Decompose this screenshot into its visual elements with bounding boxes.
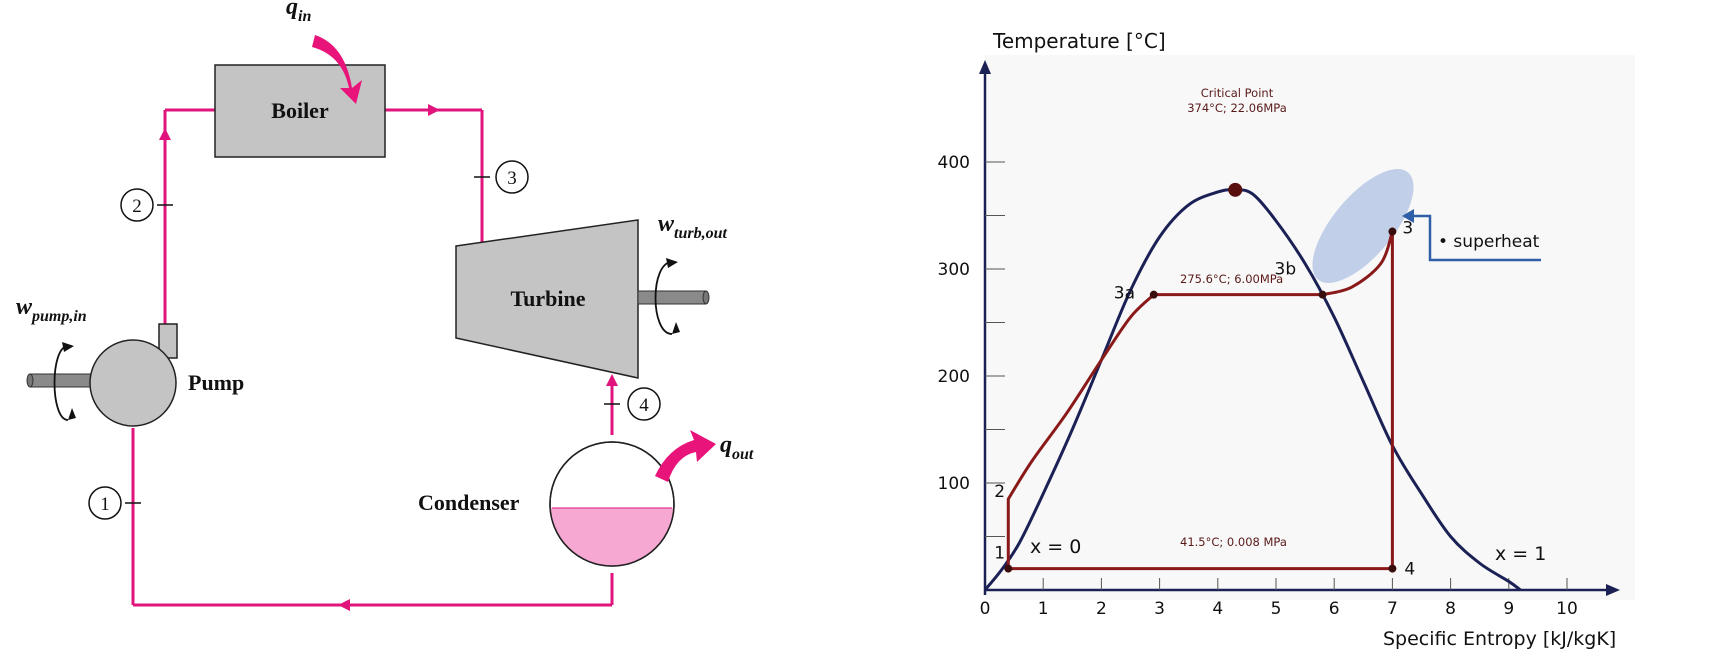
x-tick-label: 9 bbox=[1503, 599, 1514, 619]
w-pump-in-label: wpump,in bbox=[16, 294, 87, 325]
state-point-1 bbox=[1004, 564, 1013, 573]
w-turb-out-label: wturb,out bbox=[658, 211, 727, 242]
state-4-marker: 4 bbox=[627, 387, 661, 421]
pipe-network bbox=[131, 108, 614, 607]
condenser-liquid bbox=[550, 508, 674, 566]
rankine-cycle-path bbox=[1006, 231, 1394, 571]
svg-text:3: 3 bbox=[507, 168, 517, 189]
cycle-schematic: Boiler qin Turbine wturb,out Pump wpump,… bbox=[16, 0, 754, 611]
x-tick-label: 7 bbox=[1387, 599, 1398, 619]
state-points: 1 2 3a 3b 3 4 bbox=[994, 219, 1415, 580]
boiling-state-label: 275.6°C; 6.00MPa bbox=[1180, 272, 1283, 286]
critical-point-values: 374°C; 22.06MPa bbox=[1187, 101, 1287, 115]
state-point-label-3a: 3a bbox=[1114, 284, 1135, 304]
x1-label: x = 1 bbox=[1495, 543, 1546, 565]
state-point-3b bbox=[1318, 290, 1327, 299]
pump bbox=[89, 339, 177, 427]
flow-arrows bbox=[159, 104, 618, 611]
boiler bbox=[214, 64, 386, 158]
turbine bbox=[455, 219, 639, 379]
pump-label: Pump bbox=[188, 370, 244, 395]
x-tick-label: 4 bbox=[1212, 599, 1223, 619]
turbine-shaft-end bbox=[702, 290, 710, 305]
saturation-dome bbox=[983, 188, 1522, 592]
x-tick-label: 6 bbox=[1329, 599, 1340, 619]
ts-plot-background bbox=[985, 55, 1635, 600]
q-in-label: qin bbox=[286, 0, 311, 25]
critical-point-label: Critical Point bbox=[1201, 86, 1274, 100]
x-axis-title: Specific Entropy [kJ/kgK] bbox=[1383, 628, 1616, 650]
turbine-label: Turbine bbox=[510, 286, 585, 311]
ts-diagram: Temperature [°C] Specific Entropy [kJ/kg… bbox=[938, 29, 1635, 650]
x-tick-label: 8 bbox=[1445, 599, 1456, 619]
state-point-label-2: 2 bbox=[994, 482, 1005, 502]
x-ticks: 0 1 2 3 4 5 6 7 8 9 10 bbox=[980, 578, 1578, 619]
y-tick-label: 200 bbox=[938, 367, 970, 387]
x-tick-label: 5 bbox=[1271, 599, 1282, 619]
y-tick-label: 300 bbox=[938, 260, 970, 280]
y-tick-label: 400 bbox=[938, 153, 970, 173]
svg-text:1: 1 bbox=[100, 494, 110, 515]
state-point-label-3b: 3b bbox=[1275, 260, 1297, 280]
y-axis-title: Temperature [°C] bbox=[992, 29, 1166, 53]
x-tick-label: 2 bbox=[1096, 599, 1107, 619]
y-ticks: 100 200 300 400 bbox=[938, 153, 1005, 537]
critical-point-marker bbox=[1228, 182, 1243, 197]
x-tick-label: 1 bbox=[1038, 599, 1049, 619]
superheat-highlight bbox=[1312, 169, 1414, 283]
x-tick-label: 3 bbox=[1154, 599, 1165, 619]
state-point-label-3: 3 bbox=[1402, 219, 1413, 239]
state-point-4 bbox=[1388, 564, 1397, 573]
x-tick-label: 10 bbox=[1556, 599, 1578, 619]
pump-rotation-arrow bbox=[53, 345, 69, 421]
state-point-3a bbox=[1149, 290, 1158, 299]
turbine-shaft bbox=[637, 290, 707, 305]
state-1-marker: 1 bbox=[88, 486, 122, 520]
y-tick-label: 100 bbox=[938, 474, 970, 494]
state-2-marker: 2 bbox=[120, 188, 154, 222]
superheat-callout: • superheat bbox=[1402, 209, 1541, 262]
state-ticks bbox=[125, 176, 620, 504]
x-tick-label: 0 bbox=[980, 599, 991, 619]
superheat-label: • superheat bbox=[1438, 232, 1540, 252]
pump-shaft-end bbox=[26, 373, 34, 388]
x0-label: x = 0 bbox=[1030, 536, 1081, 558]
q-out-arrow bbox=[655, 430, 716, 482]
svg-text:2: 2 bbox=[132, 196, 142, 217]
svg-text:4: 4 bbox=[639, 395, 649, 416]
state-point-3 bbox=[1388, 227, 1397, 236]
state-point-label-1: 1 bbox=[994, 544, 1005, 564]
state-point-label-4: 4 bbox=[1404, 560, 1415, 580]
q-out-label: qout bbox=[720, 432, 754, 463]
turbine-rotation-arrow bbox=[654, 261, 673, 335]
boiler-label: Boiler bbox=[271, 98, 329, 123]
state-3-marker: 3 bbox=[495, 160, 529, 194]
q-in-arrow bbox=[312, 35, 362, 104]
condenser-label: Condenser bbox=[418, 490, 520, 515]
condensing-state-label: 41.5°C; 0.008 MPa bbox=[1180, 535, 1287, 549]
